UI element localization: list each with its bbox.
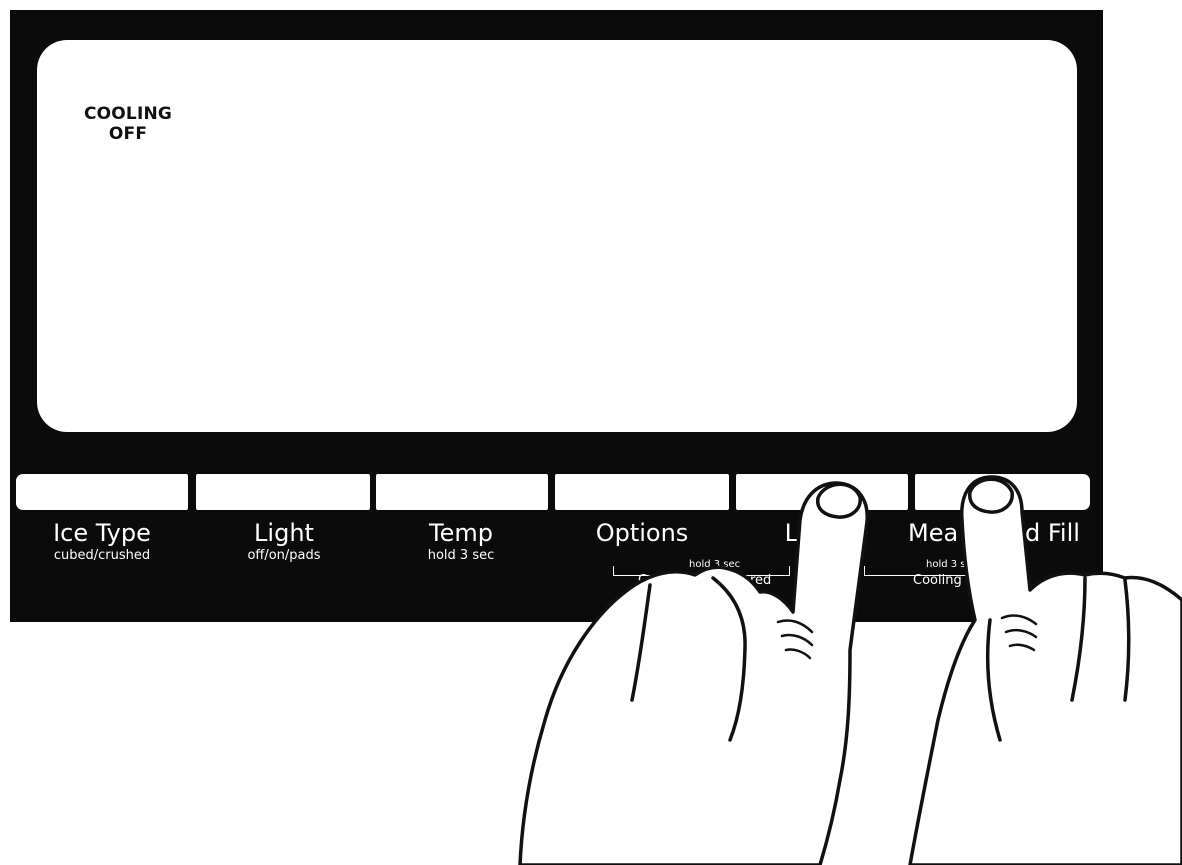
right-hand	[910, 477, 1182, 865]
right-hand-nail	[970, 479, 1012, 512]
left-hand-nail	[818, 484, 860, 517]
left-hand	[520, 483, 867, 865]
